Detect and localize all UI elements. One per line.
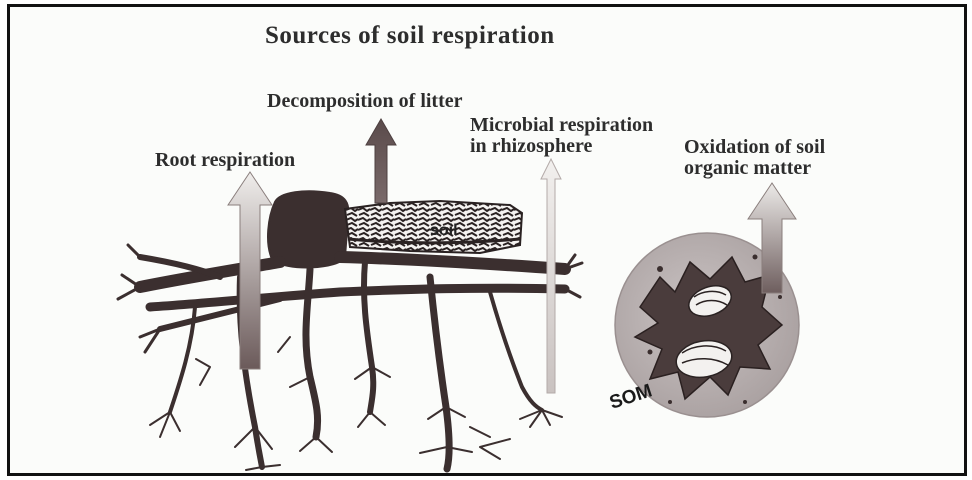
som-text: SOM	[607, 380, 655, 413]
soil-text: soil	[430, 222, 458, 239]
arrow-microbial-respiration	[541, 159, 561, 393]
diagram-frame: Sources of soil respiration Decompositio…	[7, 4, 967, 476]
soil-respiration-illustration: soil SOM	[10, 7, 964, 473]
arrow-decomposition-of-litter	[366, 119, 396, 203]
